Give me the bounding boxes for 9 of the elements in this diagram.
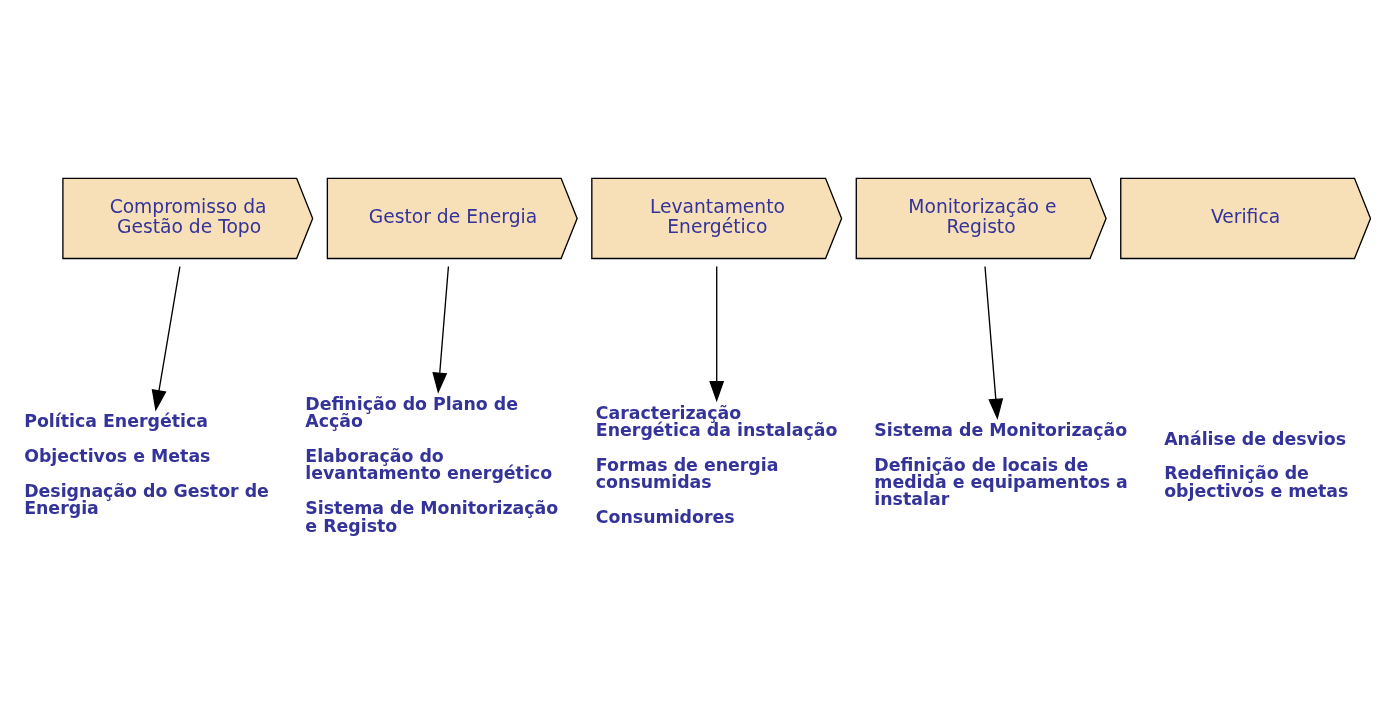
- node-text: Definição do Plano de Acção Elaboração do levantamento energético Sistema de Monitorização e Registo: [305, 393, 559, 536]
- arrow: [151, 265, 181, 411]
- arrow: [984, 265, 1004, 420]
- node-text: Política Energética Objectivos e Metas Designação do Gestor de Energia: [24, 410, 269, 518]
- arrow: [709, 265, 725, 402]
- node-text: Sistema de Monitorização Definição de locais de medida e equipamentos a instalar: [874, 419, 1128, 509]
- arrow: [432, 265, 450, 394]
- node-text: Análise de desvios Redefinição de objectivos e metas: [1164, 428, 1349, 501]
- node-text: Caracterização Energética da instalação Formas de energia consumidas Consumidores: [595, 402, 838, 527]
